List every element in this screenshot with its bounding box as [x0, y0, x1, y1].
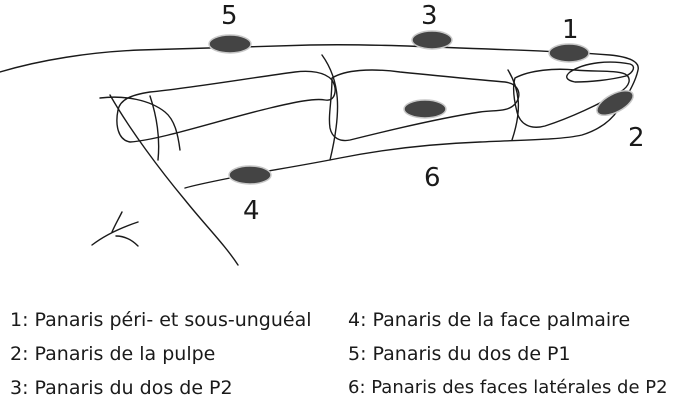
lesion-spot-4 — [228, 165, 272, 185]
thumb-web-outline — [99, 96, 181, 151]
joint-crease-mcp — [149, 95, 160, 161]
marker-label-4: 4 — [243, 196, 260, 226]
palm-crease — [91, 211, 139, 247]
legend-item-1: 1: Panaris péri- et sous-unguéal — [10, 309, 312, 331]
legend-item-3: 3: Panaris du dos de P2 — [10, 377, 233, 399]
marker-label-1: 1 — [562, 15, 579, 45]
marker-label-5: 5 — [221, 1, 238, 31]
phalanx-p2 — [328, 69, 520, 142]
lesion-spot-2 — [596, 89, 634, 117]
lesion-spot-1 — [548, 43, 590, 63]
lesion-spot-3 — [411, 30, 453, 50]
palm-outline — [109, 94, 239, 266]
legend-item-4: 4: Panaris de la face palmaire — [348, 309, 631, 331]
joint-crease-dip — [507, 69, 520, 141]
legend-item-2: 2: Panaris de la pulpe — [10, 343, 216, 365]
marker-label-6: 6 — [424, 163, 441, 193]
nail — [566, 61, 635, 83]
marker-label-2: 2 — [628, 123, 645, 153]
legend-item-6: 6: Panaris des faces latérales de P2 — [348, 377, 668, 398]
finger-dorsal-outline — [0, 44, 639, 189]
lesion-spot-5 — [208, 34, 252, 54]
lesion-spot-6 — [403, 99, 447, 119]
finger-diagram: 1 2 3 4 5 6 — [0, 1, 645, 266]
phalanx-p1 — [116, 70, 336, 143]
joint-crease-pip — [321, 54, 339, 161]
marker-label-3: 3 — [421, 1, 438, 31]
legend-item-5: 5: Panaris du dos de P1 — [348, 343, 571, 365]
